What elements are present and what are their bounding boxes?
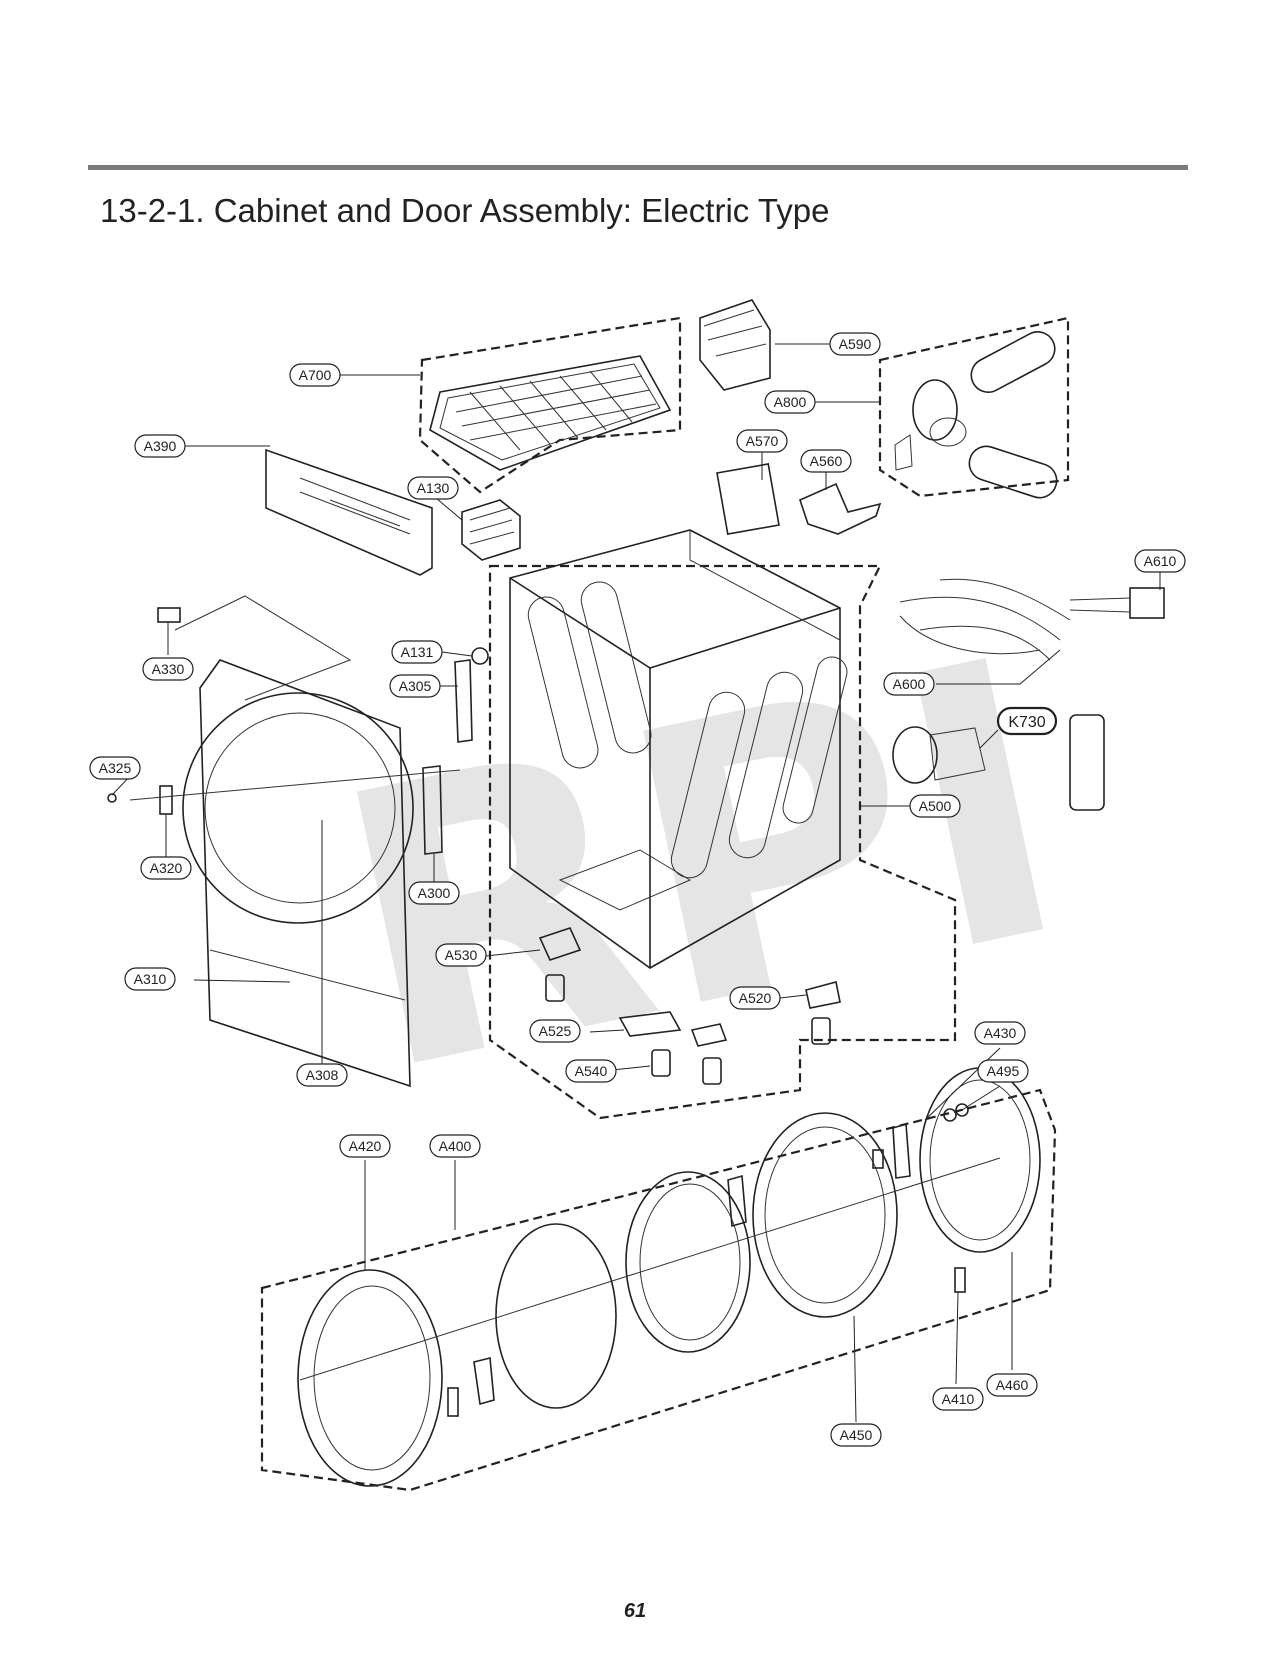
group-outline-cabinet [488, 564, 957, 1120]
callout-a400: A400 [429, 1134, 481, 1158]
front-panel-drawing [182, 659, 414, 1088]
exhaust-duct-drawing [894, 331, 1058, 499]
svg-text:A130: A130 [417, 480, 450, 496]
svg-text:A400: A400 [439, 1138, 472, 1154]
svg-text:A495: A495 [987, 1063, 1020, 1079]
svg-text:A308: A308 [306, 1067, 339, 1083]
svg-text:A525: A525 [539, 1023, 572, 1039]
group-outline-duct [878, 316, 1070, 498]
cabinet-drawing [509, 529, 848, 969]
callout-a610: A610 [1134, 549, 1186, 573]
filter-housing-drawing [699, 299, 771, 391]
svg-text:A420: A420 [349, 1138, 382, 1154]
bracket-a570-drawing [716, 463, 780, 535]
svg-text:A450: A450 [840, 1427, 873, 1443]
callout-a325: A325 [89, 756, 141, 780]
svg-text:A325: A325 [99, 760, 132, 776]
svg-text:A460: A460 [996, 1377, 1029, 1393]
callout-a308: A308 [296, 1063, 348, 1087]
svg-text:A430: A430 [984, 1025, 1017, 1041]
svg-text:A590: A590 [839, 336, 872, 352]
svg-text:A600: A600 [893, 676, 926, 692]
svg-text:A530: A530 [445, 947, 478, 963]
callout-a570: A570 [736, 429, 788, 453]
svg-text:A300: A300 [418, 885, 451, 901]
callout-a560: A560 [800, 449, 852, 473]
callout-a520: A520 [729, 986, 781, 1010]
callout-a410: A410 [932, 1387, 984, 1411]
callout-a500: A500 [909, 794, 961, 818]
callout-a430: A430 [974, 1021, 1026, 1045]
callout-a495: A495 [977, 1059, 1029, 1083]
callout-k730: K730 [996, 706, 1058, 736]
hinge-a300-drawing [422, 765, 443, 855]
switch-a330-drawing [157, 607, 181, 623]
svg-text:A320: A320 [150, 860, 183, 876]
svg-text:A610: A610 [1144, 553, 1177, 569]
top-plate-drawing [429, 355, 672, 471]
svg-text:K730: K730 [1008, 714, 1045, 731]
header-rule [88, 165, 1188, 170]
callout-a420: A420 [339, 1134, 391, 1158]
callout-a450: A450 [830, 1423, 882, 1447]
group-outline-door [260, 1088, 1057, 1492]
svg-text:A560: A560 [810, 453, 843, 469]
svg-text:A700: A700 [299, 367, 332, 383]
callout-a700: A700 [289, 363, 341, 387]
callout-a300: A300 [408, 881, 460, 905]
assembly-lines-front [129, 595, 461, 801]
callout-a540: A540 [565, 1059, 617, 1083]
svg-text:A410: A410 [942, 1391, 975, 1407]
page-title: 13-2-1. Cabinet and Door Assembly: Elect… [100, 192, 830, 229]
control-rail-drawing [265, 448, 433, 576]
callout-a525: A525 [529, 1019, 581, 1043]
callout-a800: A800 [764, 390, 816, 414]
callout-a330: A330 [142, 657, 194, 681]
svg-text:A131: A131 [401, 644, 434, 660]
screw-a325-drawing [107, 793, 117, 803]
group-outline-top-plate [418, 316, 682, 494]
hinge-a305-drawing [454, 659, 473, 743]
svg-text:A330: A330 [152, 661, 185, 677]
heater-assembly-drawing [892, 714, 1105, 811]
svg-text:A800: A800 [774, 394, 807, 410]
svg-text:A310: A310 [134, 971, 167, 987]
door-assembly-drawing [297, 1067, 1041, 1487]
latch-a320-drawing [159, 785, 173, 815]
legs-drawing [538, 927, 841, 1085]
svg-text:A540: A540 [575, 1063, 608, 1079]
svg-text:A500: A500 [919, 798, 952, 814]
callout-a305: A305 [389, 674, 441, 698]
wire-harness-drawing [899, 578, 1165, 661]
callout-a131: A131 [391, 640, 443, 664]
svg-text:A390: A390 [144, 438, 177, 454]
callout-a530: A530 [435, 943, 487, 967]
connector-block-drawing [461, 499, 521, 561]
guide-a560-drawing [799, 482, 882, 535]
callout-a600: A600 [883, 672, 935, 696]
callout-a130: A130 [407, 476, 459, 500]
callout-a320: A320 [140, 856, 192, 880]
lamp-a131-drawing [471, 647, 489, 665]
svg-text:A570: A570 [746, 433, 779, 449]
page-number: 61 [623, 1600, 647, 1622]
svg-text:A520: A520 [739, 990, 772, 1006]
callout-a310: A310 [124, 967, 176, 991]
callout-a460: A460 [986, 1373, 1038, 1397]
callout-a390: A390 [134, 434, 186, 458]
callout-a590: A590 [829, 332, 881, 356]
svg-text:A305: A305 [399, 678, 432, 694]
